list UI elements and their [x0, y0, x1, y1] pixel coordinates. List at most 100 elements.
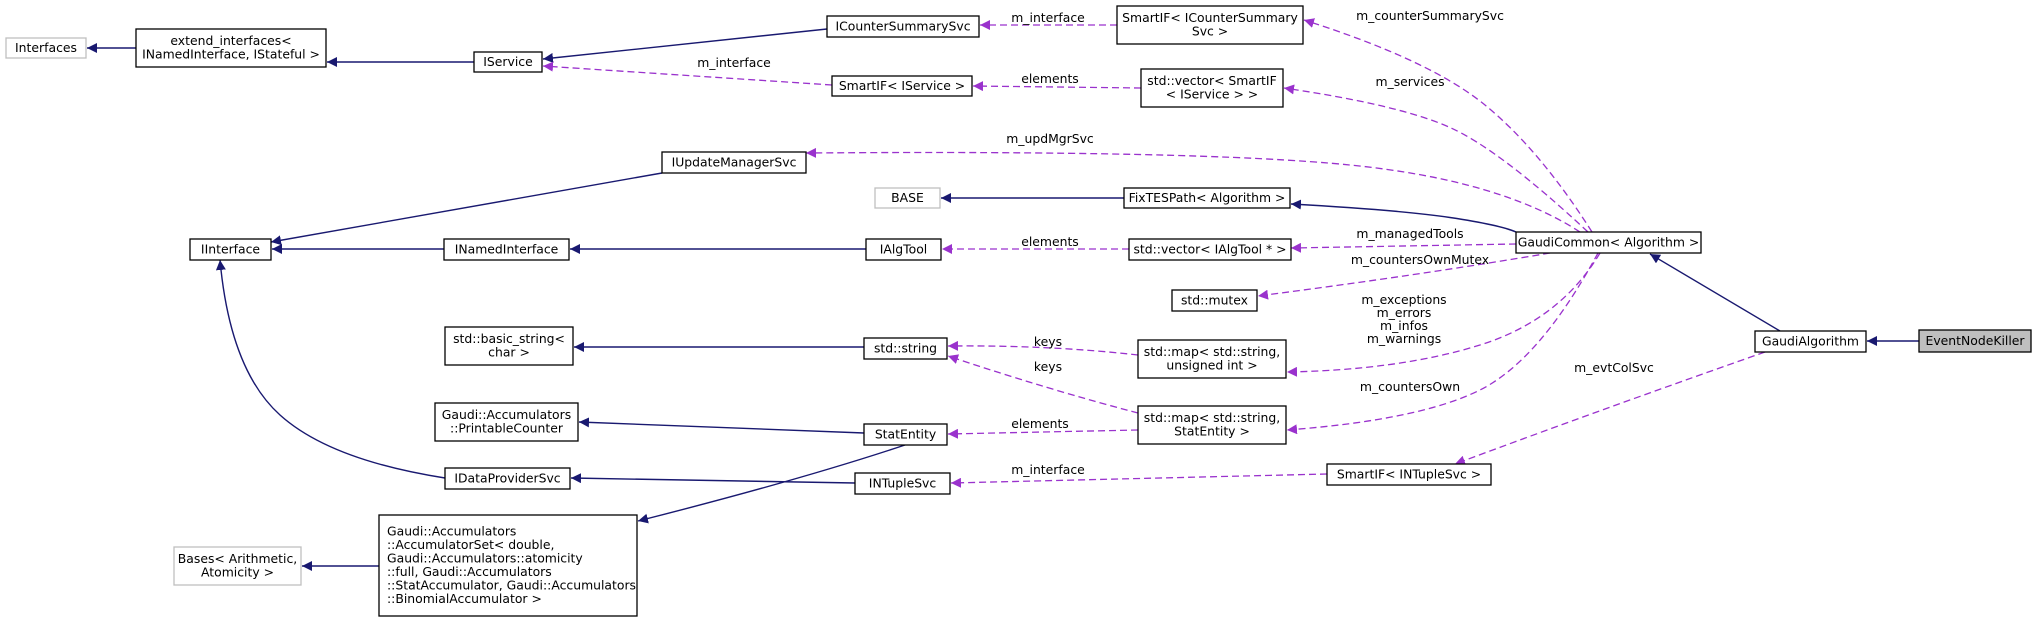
- class-node-label: StatEntity: [875, 426, 936, 441]
- class-node-box: [1128, 238, 1292, 261]
- class-node-box: [444, 326, 574, 366]
- edge-layer: m_interfacem_interfaceelementsm_counterS…: [87, 8, 1919, 571]
- class-node-intuplesvc[interactable]: INTupleSvc: [854, 472, 951, 495]
- class-node-box: [661, 151, 807, 174]
- class-node-gaudialgorithm[interactable]: GaudiAlgorithm: [1754, 330, 1867, 353]
- class-node-icountersummarysvc[interactable]: ICounterSummarySvc: [826, 15, 980, 38]
- usage-edge-gaudicommon-to-vector_ialgtool: [1290, 242, 1517, 253]
- class-node-smartif_intuplesvc[interactable]: SmartIF< INTupleSvc >: [1326, 463, 1492, 486]
- class-node-label: extend_interfaces<: [170, 33, 291, 48]
- class-node-bases_arith[interactable]: Bases< Arithmetic,Atomicity >: [173, 546, 302, 586]
- inheritance-edge-icountersummarysvc-to-iservice: [542, 28, 828, 63]
- class-node-accumulatorset[interactable]: Gaudi::Accumulators::AccumulatorSet< dou…: [378, 514, 638, 617]
- class-node-label: IAlgTool: [880, 241, 928, 256]
- usage-edge-map_uint-to-std_string: [947, 340, 1139, 356]
- class-node-label: std::string: [874, 340, 937, 355]
- class-node-label: ::full, Gaudi::Accumulators: [387, 564, 552, 579]
- inheritance-edge-iupdatemanagersvc-to-iinterface: [270, 172, 663, 246]
- class-node-label: char >: [488, 345, 530, 360]
- class-node-box: [865, 238, 942, 261]
- inheritance-edge-statentity-to-printablecounter: [578, 417, 865, 434]
- class-node-iinterface[interactable]: IInterface: [189, 238, 272, 261]
- class-node-smartif_icountersummary[interactable]: SmartIF< ICounterSummarySvc >: [1116, 5, 1304, 45]
- class-node-box: [1140, 68, 1284, 108]
- class-node-label: Gaudi::Accumulators: [442, 407, 571, 422]
- class-node-label: IUpdateManagerSvc: [672, 154, 797, 169]
- class-node-label: ICounterSummarySvc: [835, 18, 970, 33]
- class-node-label: Bases< Arithmetic,: [178, 551, 297, 566]
- inheritance-edge-intuplesvc-to-idataprovidersvc: [570, 473, 856, 484]
- edge-label-vector_ialgtool-to-ialgtool: elements: [1021, 234, 1079, 249]
- class-node-box: [1137, 405, 1287, 445]
- class-node-std_string[interactable]: std::string: [863, 337, 948, 360]
- class-node-box: [831, 75, 973, 97]
- class-node-box: [444, 467, 571, 490]
- class-node-label: SmartIF< ICounterSummary: [1122, 10, 1298, 25]
- usage-edge-gaudicommon-to-vector_smartif: [1283, 84, 1589, 233]
- class-node-base[interactable]: BASE: [874, 187, 941, 209]
- class-node-label: std::map< std::string,: [1144, 344, 1280, 359]
- class-node-box: [443, 238, 570, 261]
- class-node-label: Atomicity >: [201, 565, 274, 580]
- usage-edge-map_statentity-to-std_string: [947, 354, 1139, 414]
- class-node-box: [854, 472, 951, 495]
- class-node-vector_smartif[interactable]: std::vector< SmartIF< IService > >: [1140, 68, 1284, 108]
- class-node-box: [378, 514, 638, 617]
- class-node-label: FixTESPath< Algorithm >: [1129, 190, 1286, 205]
- class-node-label: std::vector< SmartIF: [1147, 73, 1276, 88]
- class-node-box: [434, 402, 579, 442]
- class-node-box: [826, 15, 980, 38]
- class-node-label: IDataProviderSvc: [454, 470, 560, 485]
- class-node-inamedinterface[interactable]: INamedInterface: [443, 238, 570, 261]
- class-node-eventnodekiller[interactable]: EventNodeKiller: [1918, 329, 2032, 353]
- class-node-label: ::StatAccumulator, Gaudi::Accumulators: [387, 578, 636, 593]
- edge-label-smartif_iservice-to-iservice: m_interface: [697, 55, 771, 70]
- class-node-label: std::map< std::string,: [1144, 410, 1280, 425]
- class-node-box: [1918, 329, 2032, 353]
- edge-label-map_statentity-to-statentity: elements: [1011, 416, 1069, 431]
- usage-edge-gaudicommon-to-map_uint: [1286, 252, 1601, 377]
- class-node-box: [1171, 289, 1258, 312]
- class-node-statentity[interactable]: StatEntity: [863, 423, 948, 446]
- class-node-box: [863, 337, 948, 360]
- class-node-label: ::BinomialAccumulator >: [387, 591, 542, 606]
- class-node-box: [1116, 5, 1304, 45]
- class-node-label: unsigned int >: [1166, 358, 1257, 373]
- class-node-box: [189, 238, 272, 261]
- usage-edge-gaudicommon-to-map_statentity: [1286, 252, 1599, 435]
- class-node-label: std::mutex: [1181, 292, 1248, 307]
- class-node-iupdatemanagersvc[interactable]: IUpdateManagerSvc: [661, 151, 807, 174]
- inheritance-edge-statentity-to-accumulatorset: [637, 444, 906, 524]
- class-node-interfaces[interactable]: Interfaces: [5, 37, 87, 59]
- class-node-smartif_iservice[interactable]: SmartIF< IService >: [831, 75, 973, 97]
- usage-edge-gaudicommon-to-iupdatemanagersvc: [805, 147, 1581, 233]
- class-node-idataprovidersvc[interactable]: IDataProviderSvc: [444, 467, 571, 490]
- class-node-label: Gaudi::Accumulators: [387, 524, 516, 539]
- class-node-label: IInterface: [201, 241, 260, 256]
- edge-label-gaudicommon-to-map_statentity: m_countersOwn: [1360, 379, 1460, 394]
- class-node-printablecounter[interactable]: Gaudi::Accumulators::PrintableCounter: [434, 402, 579, 442]
- class-node-label: BASE: [891, 190, 924, 205]
- class-node-map_statentity[interactable]: std::map< std::string,StatEntity >: [1137, 405, 1287, 445]
- class-node-basic_string[interactable]: std::basic_string<char >: [444, 326, 574, 366]
- class-node-extend_interfaces[interactable]: extend_interfaces<INamedInterface, IStat…: [135, 28, 327, 68]
- class-node-box: [173, 546, 302, 586]
- class-node-label: GaudiCommon< Algorithm >: [1518, 234, 1700, 249]
- edge-label-gaudicommon-to-iupdatemanagersvc: m_updMgrSvc: [1006, 131, 1094, 146]
- class-node-fixtespath[interactable]: FixTESPath< Algorithm >: [1123, 187, 1291, 209]
- class-node-ialgtool[interactable]: IAlgTool: [865, 238, 942, 261]
- edge-label-map_uint-to-std_string: keys: [1034, 334, 1062, 349]
- usage-edge-vector_smartif-to-smartif_iservice: [972, 81, 1142, 92]
- edge-label-gaudicommon-to-smartif_icountersummary: m_counterSummarySvc: [1356, 8, 1504, 23]
- class-node-label: Interfaces: [15, 40, 77, 55]
- class-node-map_uint[interactable]: std::map< std::string,unsigned int >: [1137, 339, 1287, 379]
- class-node-gaudicommon[interactable]: GaudiCommon< Algorithm >: [1515, 231, 1702, 254]
- class-node-vector_ialgtool[interactable]: std::vector< IAlgTool * >: [1128, 238, 1292, 261]
- edge-label-gaudialgorithm-to-smartif_intuplesvc: m_evtColSvc: [1574, 360, 1654, 375]
- class-node-label: StatEntity >: [1174, 424, 1250, 439]
- usage-edge-gaudicommon-to-smartif_icountersummary: [1303, 18, 1593, 233]
- class-node-mutex[interactable]: std::mutex: [1171, 289, 1258, 312]
- class-node-iservice[interactable]: IService: [473, 51, 543, 73]
